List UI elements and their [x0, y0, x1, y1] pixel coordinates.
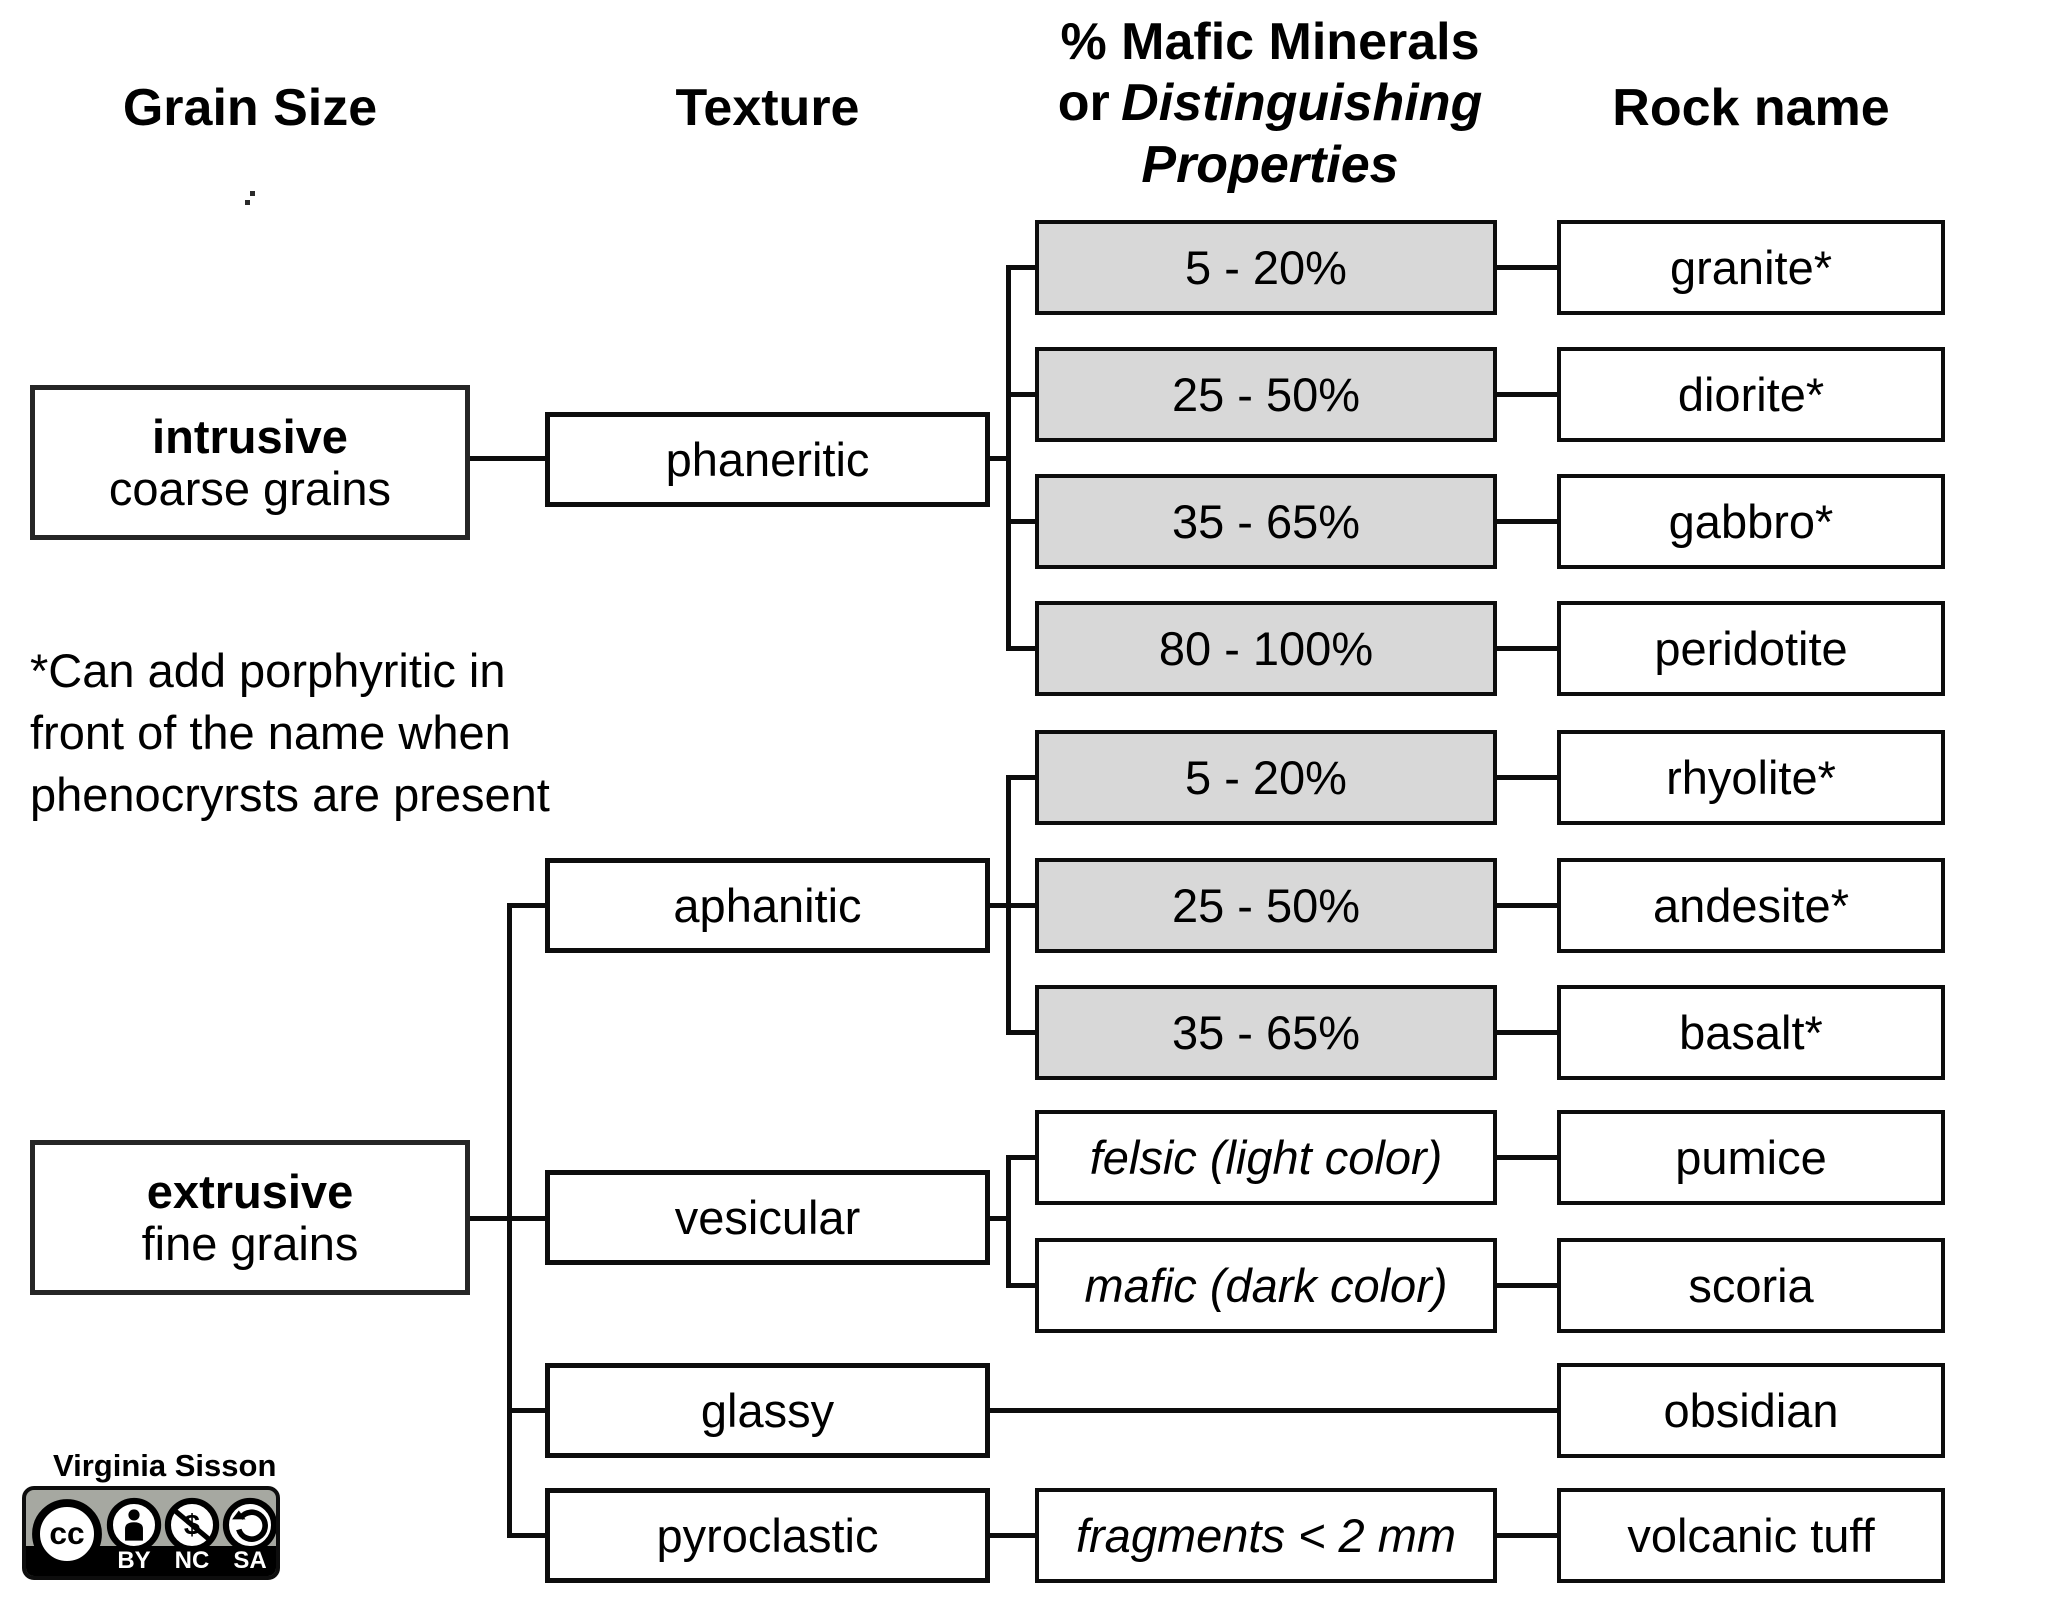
connector-property-rhyolite	[1495, 775, 1559, 780]
grain-box-intrusive-name: intrusive	[152, 409, 348, 463]
stray-dot	[250, 191, 255, 196]
connector-phaneritic-trunk	[990, 456, 1011, 461]
badge-term-nc: NC	[174, 1547, 210, 1574]
property-box-scoria: mafic (dark color)	[1035, 1238, 1497, 1333]
grain-box-intrusive: intrusive coarse grains	[30, 385, 470, 540]
header-properties-or: or	[1057, 74, 1110, 133]
grain-box-extrusive-description: fine grains	[141, 1216, 359, 1270]
header-rock-name: Rock name	[1612, 79, 1890, 137]
stray-dot	[245, 200, 250, 205]
connector-trunk-granite	[1006, 265, 1035, 270]
property-box-andesite: 25 - 50%	[1035, 858, 1497, 953]
connector-property-peridotite	[1495, 646, 1559, 651]
rock-box-rhyolite: rhyolite*	[1557, 730, 1945, 825]
connector-trunk-andesite	[1006, 903, 1035, 908]
header-texture: Texture	[675, 79, 860, 137]
non-commercial-icon: $	[164, 1497, 220, 1553]
connector-extrusive-vesicular	[470, 1216, 545, 1221]
rock-box-basalt: basalt*	[1557, 985, 1945, 1080]
header-properties-distinguishing: Distinguishing	[1121, 74, 1483, 133]
note-text: *Can add porphyritic in front of the nam…	[30, 640, 550, 826]
property-box-gabbro: 35 - 65%	[1035, 474, 1497, 569]
connector-phaneritic-trunk-vertical	[1006, 265, 1011, 651]
connector-trunk-gabbro	[1006, 519, 1035, 524]
property-box-pumice: felsic (light color)	[1035, 1110, 1497, 1205]
property-box-rhyolite: 5 - 20%	[1035, 730, 1497, 825]
connector-trunk-aphanitic	[507, 903, 545, 908]
texture-box-vesicular: vesicular	[545, 1170, 990, 1265]
property-box-granite: 5 - 20%	[1035, 220, 1497, 315]
rock-box-pumice: pumice	[1557, 1110, 1945, 1205]
property-box-peridotite: 80 - 100%	[1035, 601, 1497, 696]
property-box-diorite: 25 - 50%	[1035, 347, 1497, 442]
header-properties-line1: % Mafic Minerals	[1060, 13, 1480, 71]
rock-box-peridotite: peridotite	[1557, 601, 1945, 696]
connector-property-gabbro	[1495, 519, 1559, 524]
connector-property-granite	[1495, 265, 1559, 270]
connector-property-diorite	[1495, 392, 1559, 397]
connector-trunk-pyroclastic	[507, 1533, 545, 1538]
note-line-2: front of the name when	[30, 706, 511, 759]
texture-box-aphanitic: aphanitic	[545, 858, 990, 953]
connector-trunk-basalt	[1006, 1030, 1035, 1035]
connector-fragments-volcanic-tuff	[1495, 1533, 1559, 1538]
credit-author: Virginia Sisson	[53, 1448, 277, 1483]
connector-vesicular-trunk	[990, 1216, 1011, 1221]
rock-box-gabbro: gabbro*	[1557, 474, 1945, 569]
rock-box-granite: granite*	[1557, 220, 1945, 315]
texture-box-glassy: glassy	[545, 1363, 990, 1458]
connector-trunk-mafic	[1006, 1283, 1035, 1288]
connector-vesicular-trunk-vertical	[1006, 1155, 1011, 1288]
rock-box-diorite: diorite*	[1557, 347, 1945, 442]
connector-trunk-felsic	[1006, 1155, 1035, 1160]
property-box-basalt: 35 - 65%	[1035, 985, 1497, 1080]
connector-trunk-diorite	[1006, 392, 1035, 397]
connector-property-basalt	[1495, 1030, 1559, 1035]
rock-box-volcanic-tuff: volcanic tuff	[1557, 1488, 1945, 1583]
header-properties-line3: Properties	[1141, 135, 1399, 194]
rock-box-obsidian: obsidian	[1557, 1363, 1945, 1458]
note-line-1: *Can add porphyritic in	[30, 644, 506, 697]
rock-box-andesite: andesite*	[1557, 858, 1945, 953]
connector-pyroclastic-fragments	[990, 1533, 1035, 1538]
texture-box-phaneritic: phaneritic	[545, 412, 990, 507]
connector-glassy-obsidian	[990, 1408, 1557, 1413]
badge-term-sa: SA	[233, 1547, 267, 1574]
connector-trunk-glassy	[507, 1408, 545, 1413]
connector-property-pumice	[1495, 1155, 1559, 1160]
svg-text:cc: cc	[49, 1515, 84, 1551]
grain-box-intrusive-description: coarse grains	[108, 461, 392, 515]
property-box-volcanic-tuff: fragments < 2 mm	[1035, 1488, 1497, 1583]
grain-box-extrusive: extrusive fine grains	[30, 1140, 470, 1295]
texture-box-pyroclastic: pyroclastic	[545, 1488, 990, 1583]
connector-property-andesite	[1495, 903, 1559, 908]
connector-trunk-peridotite	[1006, 646, 1035, 651]
share-alike-icon	[222, 1497, 276, 1553]
header-grain-size: Grain Size	[122, 79, 378, 137]
badge-term-by: BY	[117, 1547, 151, 1574]
note-line-3: phenocryrsts are present	[30, 768, 550, 821]
connector-aphanitic-trunk	[990, 903, 1011, 908]
attribution-person-icon	[106, 1497, 162, 1553]
connector-trunk-rhyolite	[1006, 775, 1035, 780]
cc-license-badge: cc $ BY NC SA	[22, 1486, 280, 1580]
rock-box-scoria: scoria	[1557, 1238, 1945, 1333]
cc-icon: cc	[32, 1499, 102, 1569]
grain-box-extrusive-name: extrusive	[146, 1164, 354, 1218]
connector-property-scoria	[1495, 1283, 1559, 1288]
connector-intrusive-phaneritic	[470, 456, 545, 461]
